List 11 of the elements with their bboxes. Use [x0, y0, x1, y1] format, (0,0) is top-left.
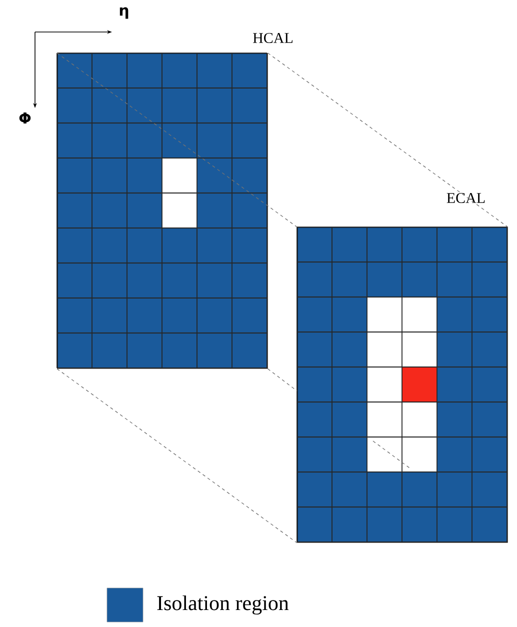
- node-label: ECAL: [446, 192, 485, 204]
- legend-text: Isolation region: [157, 595, 289, 615]
- projection-line: [267, 52, 508, 228]
- node-label: HCAL: [253, 32, 293, 44]
- projection-line: [56, 368, 298, 544]
- calorimeter-grid: HCAL: [56, 32, 292, 369]
- axis-label: Φ: [19, 112, 31, 124]
- projection-line: [56, 52, 298, 228]
- projection-line: [267, 368, 298, 392]
- calorimeter-grid: ECAL: [296, 192, 508, 543]
- axis-label: η: [120, 7, 128, 19]
